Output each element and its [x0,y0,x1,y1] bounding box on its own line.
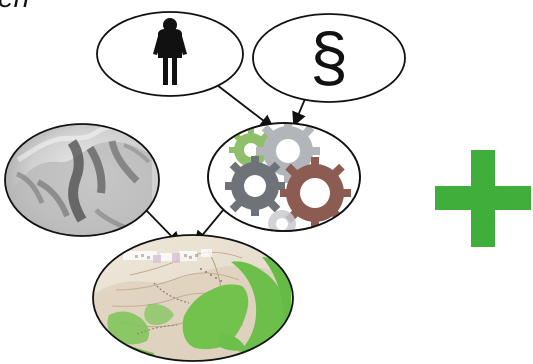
arrow-law-to-process [292,98,306,127]
gear-left-dark [225,156,285,216]
plus-icon [435,150,531,247]
map-node [92,234,294,362]
cropped-top-left-text: en [0,0,29,12]
law-node: § [252,13,406,103]
gear-bottom-light [268,210,296,231]
section-sign-icon: § [310,19,348,95]
person-icon [153,18,187,85]
process-node [207,122,361,232]
hillshade-terrain-image [5,124,159,236]
terrain-node [4,123,160,237]
gears-icon [225,123,351,231]
person-node [96,11,244,97]
gear-right-brown [280,157,351,230]
topographic-map-image [93,235,293,361]
arrow-person-to-process [216,84,275,130]
